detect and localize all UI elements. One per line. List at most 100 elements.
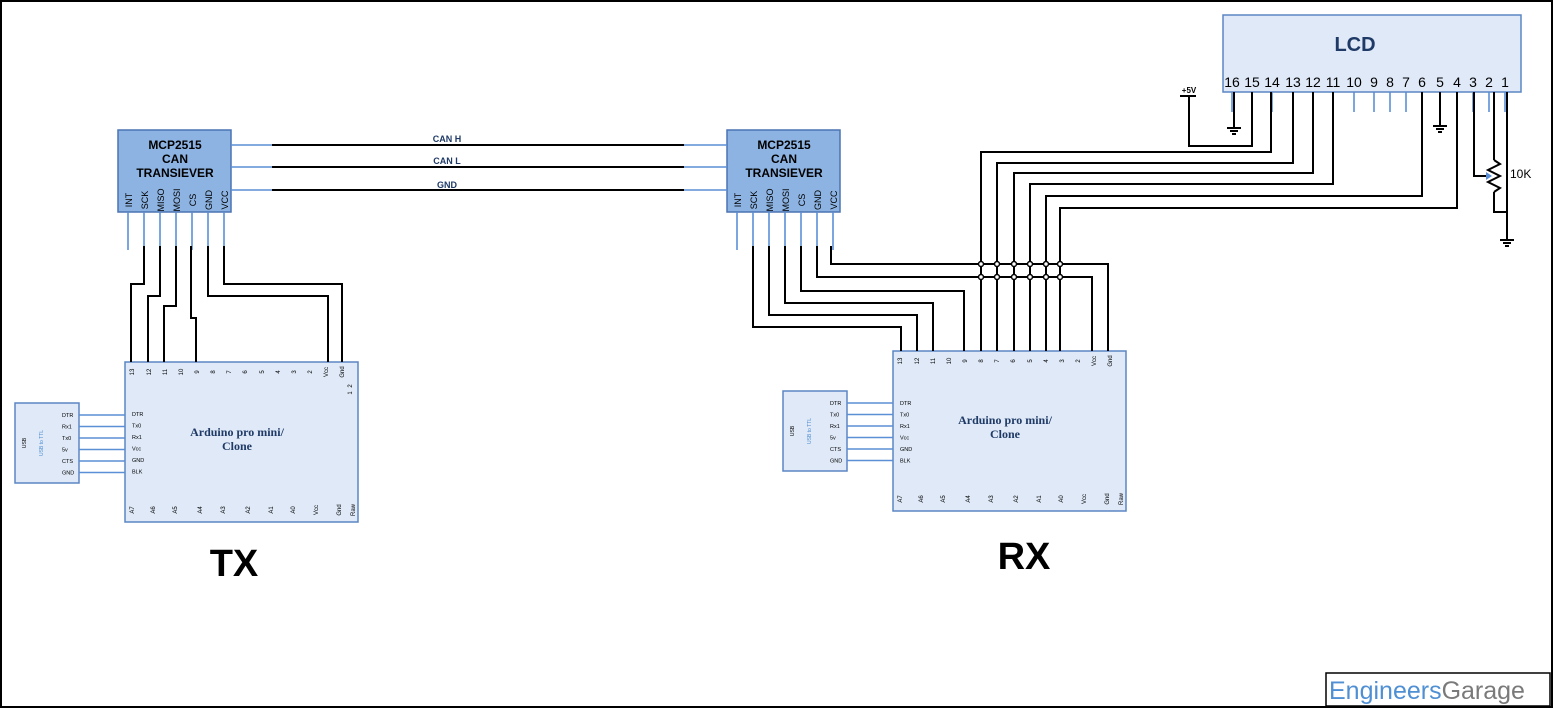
rx-chip-title-1: MCP2515 <box>757 138 811 152</box>
tx_arduino-top-pin: 12 <box>147 368 153 375</box>
tx_arduino-top-pin: 10 <box>179 368 185 375</box>
lcd-power-circuit: +5V 10K <box>1180 86 1531 247</box>
rx_arduino-top-pin: Vcc <box>1092 356 1098 366</box>
rx_arduino-top-pin: 5 <box>1028 359 1034 363</box>
tx_module-pin-label: VCC <box>220 190 230 210</box>
rx_usb-pin-label: GND <box>830 459 842 465</box>
rx_arduino-bottom-pin: A5 <box>941 495 947 503</box>
tx_arduino-bottom-pin: A4 <box>198 506 204 514</box>
can-l-label: CAN L <box>433 156 461 166</box>
lcd-pin-label: 12 <box>1305 74 1321 90</box>
rx_usb-pin-label: Rx1 <box>830 424 840 430</box>
lcd-pin-label: 14 <box>1264 74 1280 90</box>
lcd-ground-symbol-2 <box>1433 125 1447 133</box>
rx_arduino-left-pin: DTR <box>900 401 911 407</box>
rx_arduino-bottom-pin: Raw <box>1119 492 1125 505</box>
rx-arduino-title-1: Arduino pro mini/ <box>958 413 1052 427</box>
rx_arduino-top-pin: 8 <box>979 359 985 363</box>
lcd-pin-label: 1 <box>1501 74 1509 90</box>
tx-chip-box <box>117 129 232 213</box>
rx-arduino-title-2: Clone <box>990 427 1021 441</box>
tx_arduino-top-pin: 5 <box>260 370 266 374</box>
tx_arduino-bottom-pin: Raw <box>351 503 357 516</box>
rx-chip-box <box>726 129 841 213</box>
tx_arduino-top-pin: 9 <box>195 370 201 374</box>
tx-usb-ttl-label: USB to TTL <box>39 430 45 456</box>
tx_arduino-top-pin: 7 <box>227 370 233 374</box>
rx_arduino-top-pin: 3 <box>1060 359 1066 363</box>
rx_arduino-bottom-pin: A3 <box>989 495 995 503</box>
rx_arduino-bottom-pin: A1 <box>1037 495 1043 503</box>
tx_usb-pin-label: CTS <box>62 459 73 465</box>
tx_arduino-top-pin: 4 <box>276 370 282 374</box>
tx-arduino-extra-pin-1: 1 <box>348 391 354 395</box>
tx_arduino-left-pin: Tx0 <box>132 424 141 430</box>
pot-label: 10K <box>1510 167 1531 181</box>
rx_arduino-top-pin: 13 <box>898 357 904 364</box>
vcc-5v-label: +5V <box>1182 86 1197 95</box>
rx_arduino-top-pin: 7 <box>995 359 1001 363</box>
rx_arduino-bottom-pin: A7 <box>898 495 904 503</box>
rx-usb-label: USB <box>790 425 796 436</box>
tx_arduino-left-pin: BLK <box>132 470 143 476</box>
lcd-title: LCD <box>1334 34 1375 56</box>
tx_arduino-top-pin: 13 <box>130 368 136 375</box>
rx_arduino-top-pin: 9 <box>963 359 969 363</box>
rx_arduino-left-pin: Rx1 <box>900 424 910 430</box>
rx_arduino-left-pin: GND <box>900 447 912 453</box>
tx_arduino-bottom-pin: A1 <box>269 506 275 514</box>
rx_arduino-top-pin: 12 <box>915 357 921 364</box>
rx_arduino-top-pin: 2 <box>1076 359 1082 363</box>
tx_arduino-left-pin: GND <box>132 458 144 464</box>
lcd-pin-label: 6 <box>1418 74 1426 90</box>
rx_module-pin-label: MISO <box>765 188 775 211</box>
lcd-pin-label: 8 <box>1386 74 1394 90</box>
rx-usb-box <box>782 390 848 472</box>
tx_usb-pin-label: DTR <box>62 413 73 419</box>
tx_usb-pin-label: Tx0 <box>62 436 71 442</box>
tx-arduino-extra-pin-2: 2 <box>348 384 354 388</box>
rx_module-pin-label: VCC <box>829 190 839 210</box>
tx-chip-title-3: TRANSIEVER <box>136 166 214 180</box>
rx_usb-pin-label: DTR <box>830 401 841 407</box>
rx_module-pin-label: INT <box>733 192 743 207</box>
tx_usb-pin-label: GND <box>62 471 74 477</box>
tx_arduino-bottom-pin: Gnd <box>337 504 343 515</box>
tx_arduino-top-pin: 2 <box>308 370 314 374</box>
rx_arduino-bottom-pin: A2 <box>1014 495 1020 503</box>
lcd-pin-label: 13 <box>1285 74 1301 90</box>
rx_arduino-bottom-pin: A4 <box>966 495 972 503</box>
lcd-ground-symbol-1 <box>1227 127 1241 135</box>
tx-usb-label: USB <box>22 437 28 448</box>
tx_arduino-left-pin: Vcc <box>132 447 141 453</box>
tx-label: TX <box>210 543 259 585</box>
tx_usb-pin-label: Rx1 <box>62 425 72 431</box>
engineers-garage-logo: EngineersGarage <box>1325 672 1551 707</box>
tx_module-pin-label: MISO <box>156 188 166 211</box>
tx_module-pin-label: MOSI <box>172 188 182 211</box>
tx-arduino-title-1: Arduino pro mini/ <box>190 425 284 439</box>
tx_module-pin-label: GND <box>204 190 214 211</box>
tx_arduino-bottom-pin: A7 <box>130 506 136 514</box>
rx_arduino-left-pin: Vcc <box>900 436 909 442</box>
tx_arduino-top-pin: Gnd <box>340 366 346 377</box>
lcd-pin-label: 10 <box>1346 74 1362 90</box>
can-h-label: CAN H <box>433 134 462 144</box>
tx_arduino-top-pin: 11 <box>163 368 169 375</box>
